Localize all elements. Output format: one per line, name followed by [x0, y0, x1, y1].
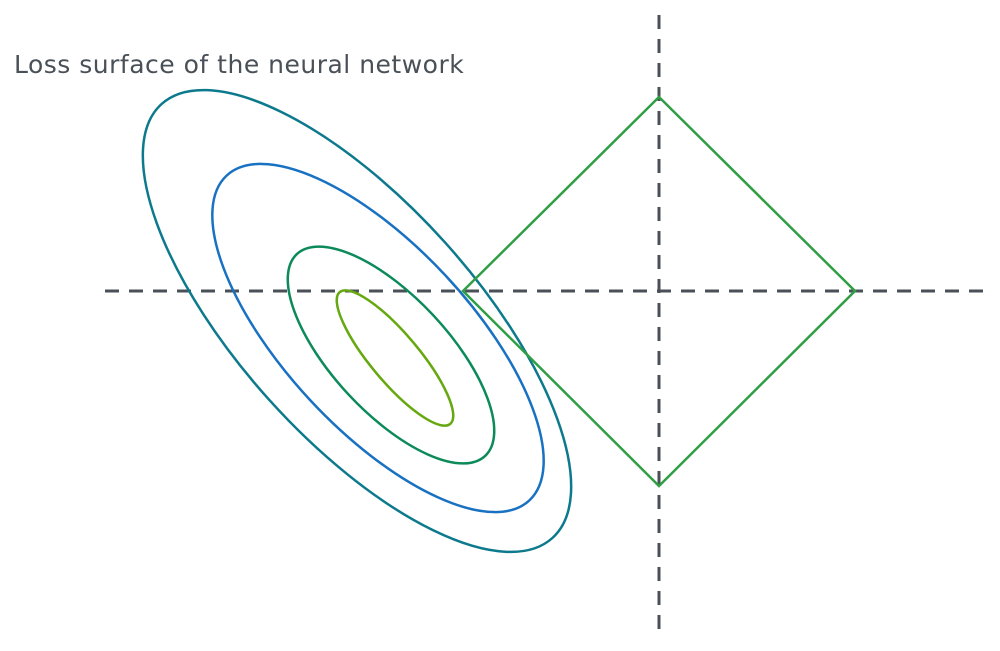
loss-contour-second	[211, 162, 545, 514]
loss-contour-outer	[141, 88, 573, 554]
diagram-title: Loss surface of the neural network	[14, 50, 465, 79]
loss-contour-inner	[335, 289, 455, 427]
loss-contour-third	[286, 245, 496, 465]
l1-constraint-diamond	[461, 95, 857, 488]
